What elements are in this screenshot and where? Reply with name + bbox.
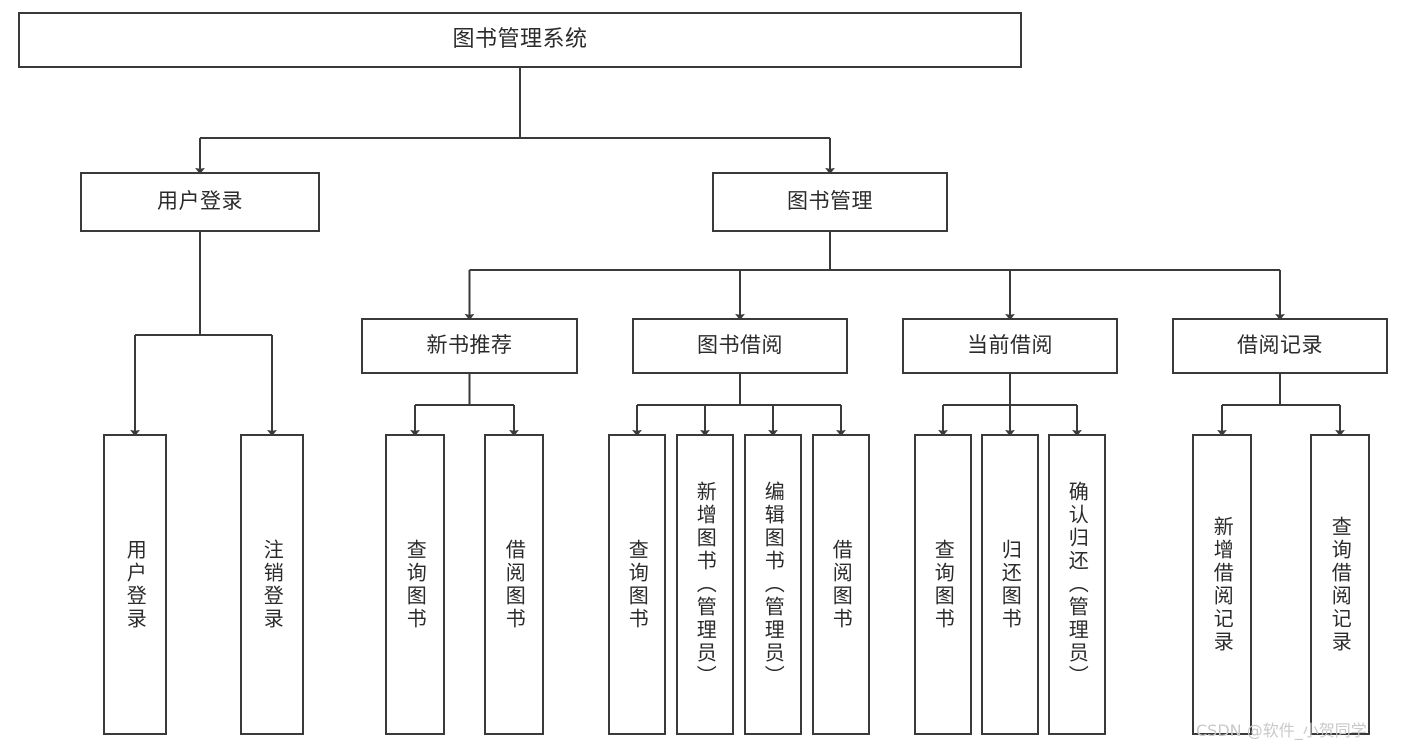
node-label-leaf-rec-add: 新增借阅记录 bbox=[1210, 515, 1235, 654]
node-new-book-rec[interactable]: 新书推荐 bbox=[361, 318, 578, 374]
node-label-leaf-rec-borrow: 借阅图书 bbox=[502, 538, 527, 631]
node-label-leaf-rec-query2: 查询借阅记录 bbox=[1328, 515, 1353, 654]
edge-layer bbox=[130, 68, 1345, 437]
node-book-borrow[interactable]: 图书借阅 bbox=[632, 318, 848, 374]
node-leaf-user-login[interactable]: 用户登录 bbox=[103, 434, 167, 735]
node-label-leaf-cur-confirm: 确认归还（管理员） bbox=[1065, 481, 1090, 688]
node-label-new-book-rec: 新书推荐 bbox=[426, 333, 513, 358]
node-leaf-cur-query[interactable]: 查询图书 bbox=[914, 434, 972, 735]
node-label-leaf-borrow-lend: 借阅图书 bbox=[829, 538, 854, 631]
node-label-book-borrow: 图书借阅 bbox=[697, 333, 783, 358]
node-leaf-cur-confirm[interactable]: 确认归还（管理员） bbox=[1048, 434, 1106, 735]
node-leaf-rec-borrow[interactable]: 借阅图书 bbox=[484, 434, 544, 735]
node-label-leaf-rec-query: 查询图书 bbox=[403, 538, 428, 631]
node-leaf-rec-query2[interactable]: 查询借阅记录 bbox=[1310, 434, 1370, 735]
node-label-leaf-borrow-query: 查询图书 bbox=[625, 538, 650, 631]
node-current-borrow[interactable]: 当前借阅 bbox=[902, 318, 1118, 374]
node-leaf-borrow-query[interactable]: 查询图书 bbox=[608, 434, 666, 735]
node-label-book-manage: 图书管理 bbox=[787, 189, 873, 214]
node-leaf-borrow-add[interactable]: 新增图书（管理员） bbox=[676, 434, 734, 735]
node-label-current-borrow: 当前借阅 bbox=[967, 333, 1053, 358]
node-leaf-borrow-lend[interactable]: 借阅图书 bbox=[812, 434, 870, 735]
node-user-login[interactable]: 用户登录 bbox=[80, 172, 320, 232]
node-label-leaf-borrow-add: 新增图书（管理员） bbox=[693, 481, 718, 688]
node-label-leaf-user-logout: 注销登录 bbox=[260, 538, 285, 631]
node-label-root: 图书管理系统 bbox=[452, 26, 588, 52]
node-label-leaf-cur-query: 查询图书 bbox=[931, 538, 956, 631]
node-leaf-borrow-edit[interactable]: 编辑图书（管理员） bbox=[744, 434, 802, 735]
node-label-leaf-borrow-edit: 编辑图书（管理员） bbox=[761, 481, 786, 688]
node-label-leaf-cur-return: 归还图书 bbox=[998, 538, 1023, 631]
node-borrow-record[interactable]: 借阅记录 bbox=[1172, 318, 1388, 374]
node-label-user-login: 用户登录 bbox=[157, 189, 243, 214]
node-book-manage[interactable]: 图书管理 bbox=[712, 172, 948, 232]
node-root[interactable]: 图书管理系统 bbox=[18, 12, 1022, 68]
node-label-leaf-user-login: 用户登录 bbox=[123, 538, 148, 631]
node-leaf-user-logout[interactable]: 注销登录 bbox=[240, 434, 304, 735]
node-leaf-rec-add[interactable]: 新增借阅记录 bbox=[1192, 434, 1252, 735]
node-leaf-rec-query[interactable]: 查询图书 bbox=[385, 434, 445, 735]
node-label-borrow-record: 借阅记录 bbox=[1237, 333, 1323, 358]
node-leaf-cur-return[interactable]: 归还图书 bbox=[981, 434, 1039, 735]
